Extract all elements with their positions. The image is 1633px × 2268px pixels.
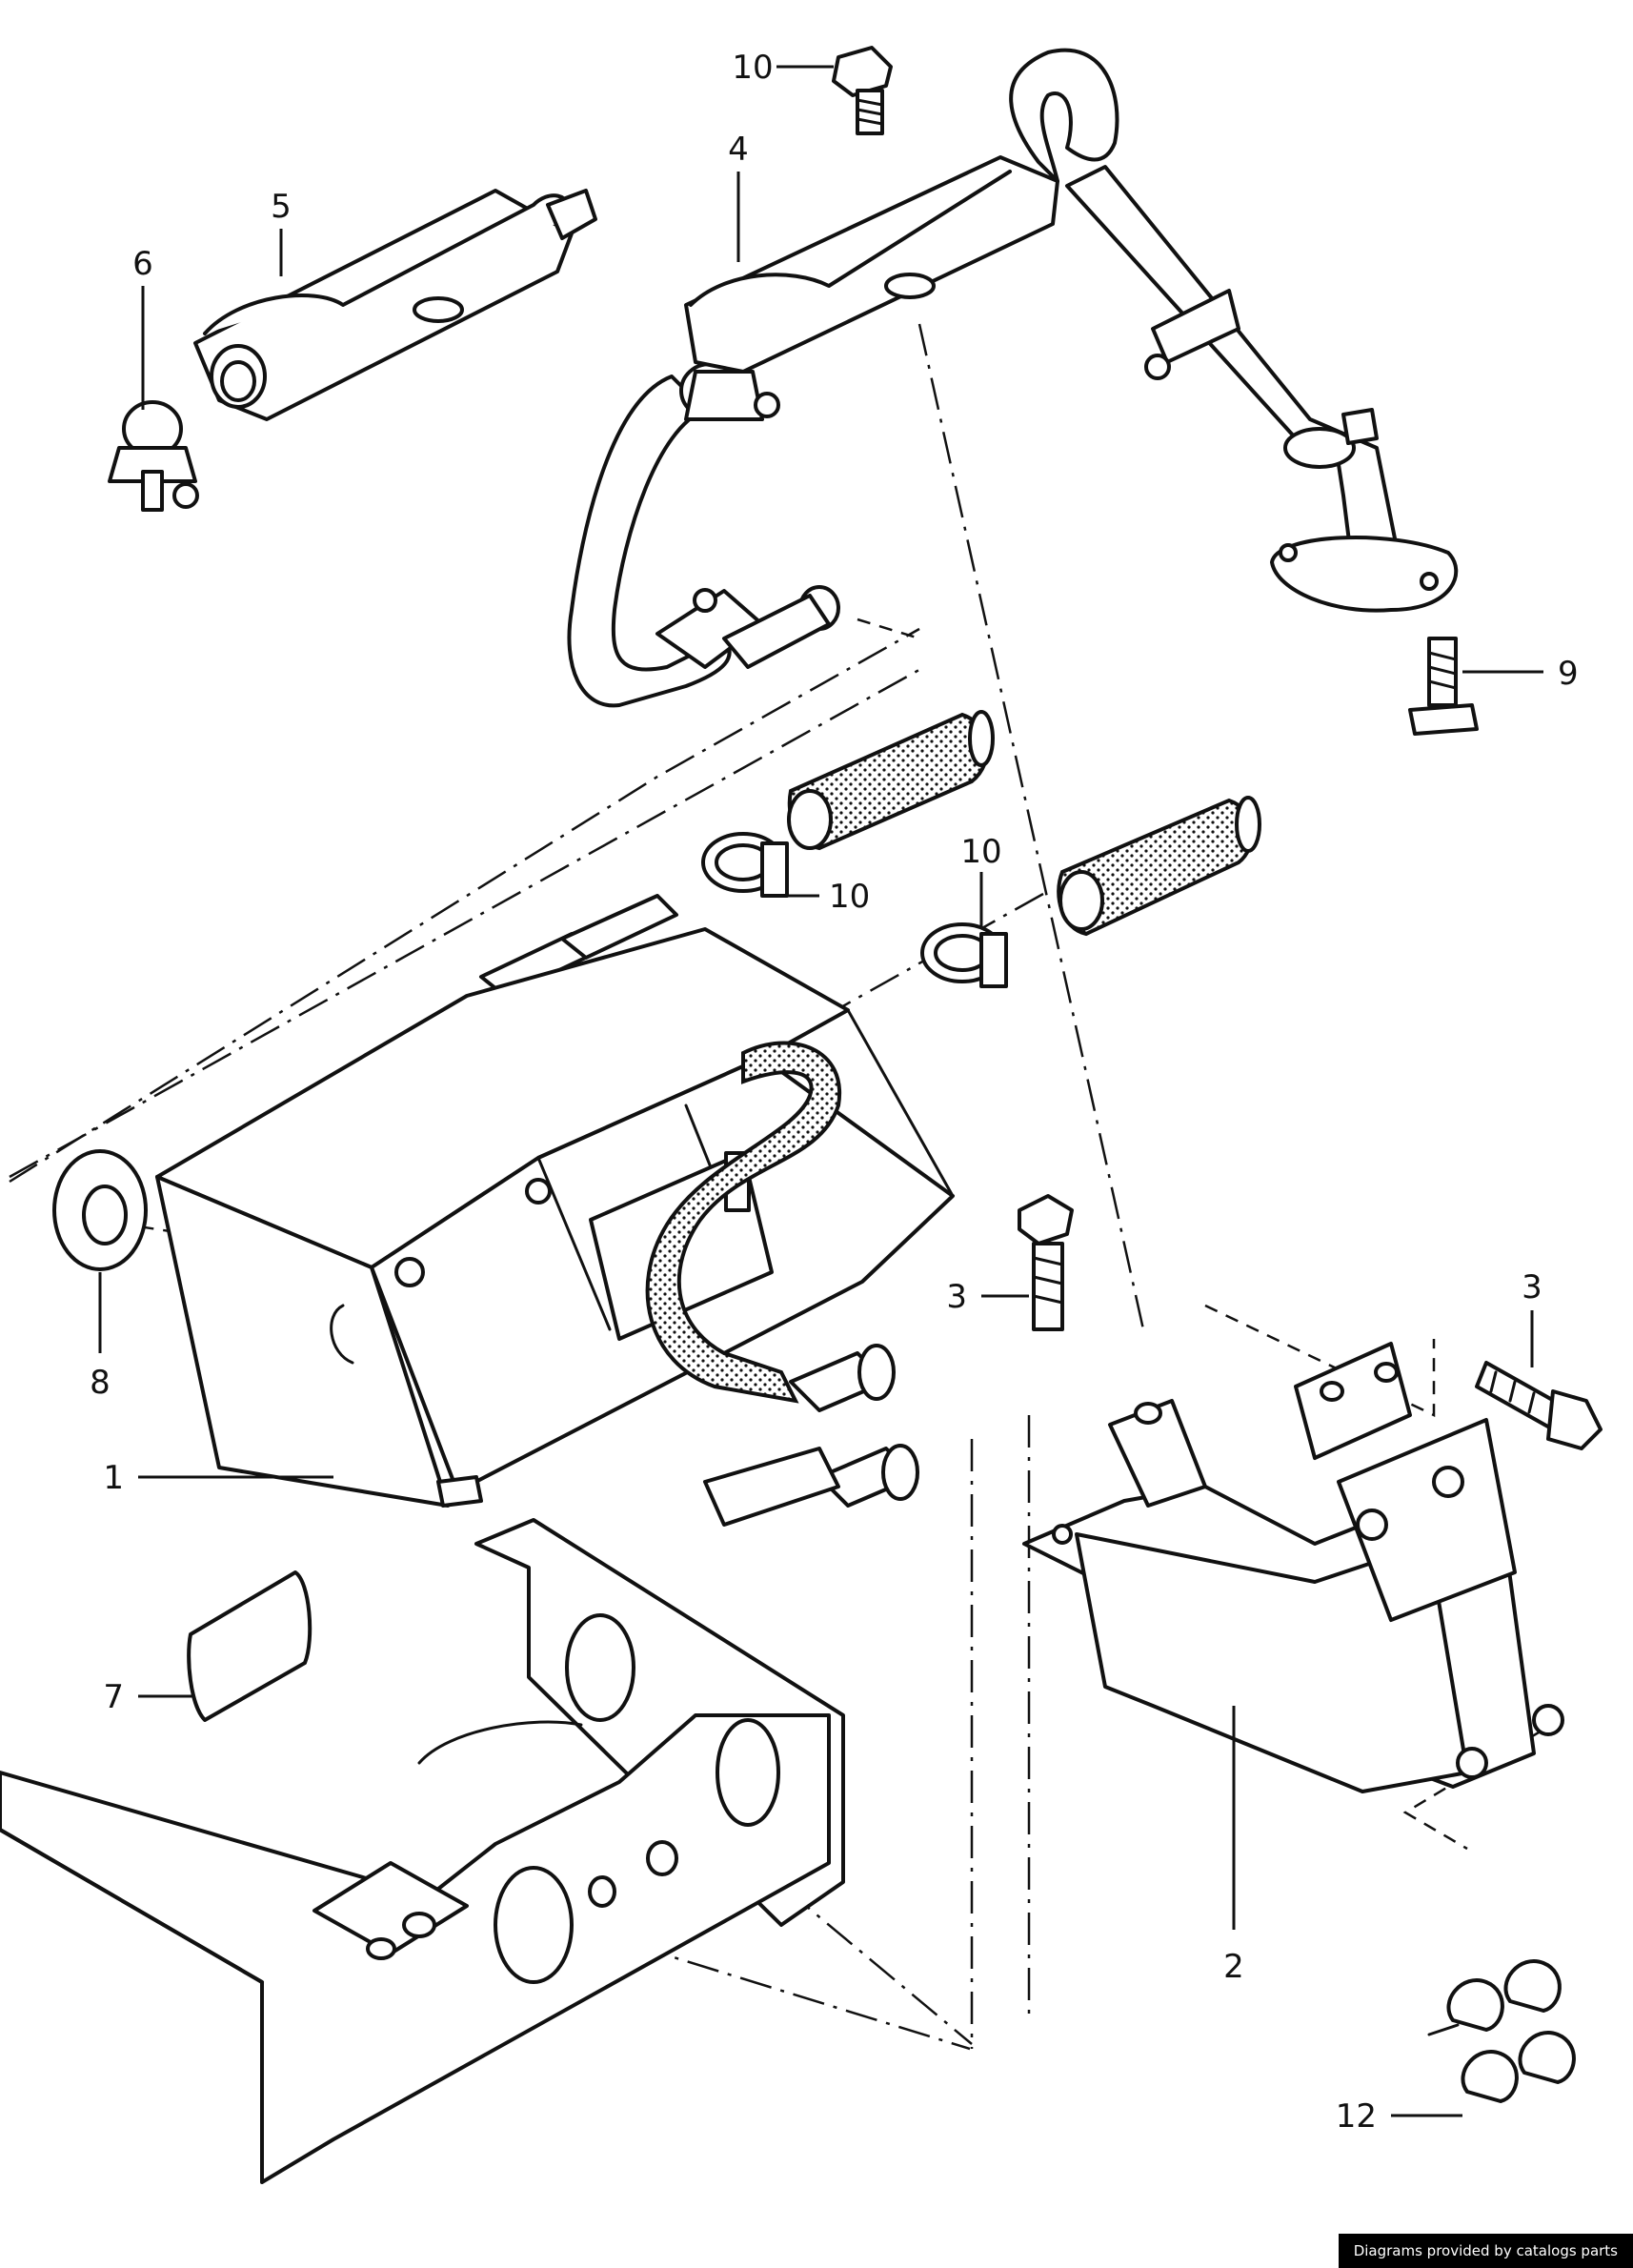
heater-unit-part-1 bbox=[155, 894, 955, 1527]
leader-lines bbox=[98, 65, 1543, 2117]
bolt-part-11 bbox=[832, 46, 893, 135]
callout-9: 9 bbox=[1558, 655, 1579, 693]
callout-10-left: 10 bbox=[829, 878, 870, 916]
callout-10-right: 10 bbox=[960, 833, 1001, 871]
pad-part-7 bbox=[187, 1570, 312, 1722]
callout-3-right: 3 bbox=[1522, 1268, 1542, 1306]
callout-11: 10 bbox=[732, 49, 773, 87]
callout-6: 6 bbox=[132, 245, 153, 283]
callout-3-center: 3 bbox=[946, 1278, 967, 1316]
insulated-hoses bbox=[787, 710, 1261, 937]
pipe-clamp-part-6 bbox=[108, 400, 199, 512]
bolt-part-3-center bbox=[1018, 1194, 1074, 1331]
bolt-part-3-right bbox=[1475, 1361, 1603, 1450]
callout-12: 12 bbox=[1336, 2097, 1377, 2136]
callout-7: 7 bbox=[103, 1678, 124, 1716]
bolt-part-9 bbox=[1408, 637, 1479, 736]
callout-labels: 10 5 4 6 9 10 10 3 3 8 1 7 2 12 bbox=[90, 49, 1578, 2136]
mounting-bracket-part-2 bbox=[1022, 1342, 1564, 1793]
callout-8: 8 bbox=[90, 1364, 111, 1402]
hose-clamp-part-10-right bbox=[920, 922, 1008, 988]
grommet-part-8 bbox=[52, 1149, 148, 1271]
muffler-part-5 bbox=[193, 189, 597, 421]
vehicle-floor-frame bbox=[0, 1518, 845, 2184]
callout-2: 2 bbox=[1223, 1948, 1244, 1986]
callout-4: 4 bbox=[728, 131, 749, 169]
callout-5: 5 bbox=[271, 188, 292, 226]
hose-clamp-part-10-left bbox=[701, 832, 789, 898]
exhaust-pipe-part-4 bbox=[567, 48, 1459, 708]
spring-clips-part-12 bbox=[1427, 1959, 1576, 2103]
callout-1: 1 bbox=[103, 1459, 124, 1497]
diagram-credit-badge: Diagrams provided by catalogs parts bbox=[1338, 2234, 1633, 2268]
